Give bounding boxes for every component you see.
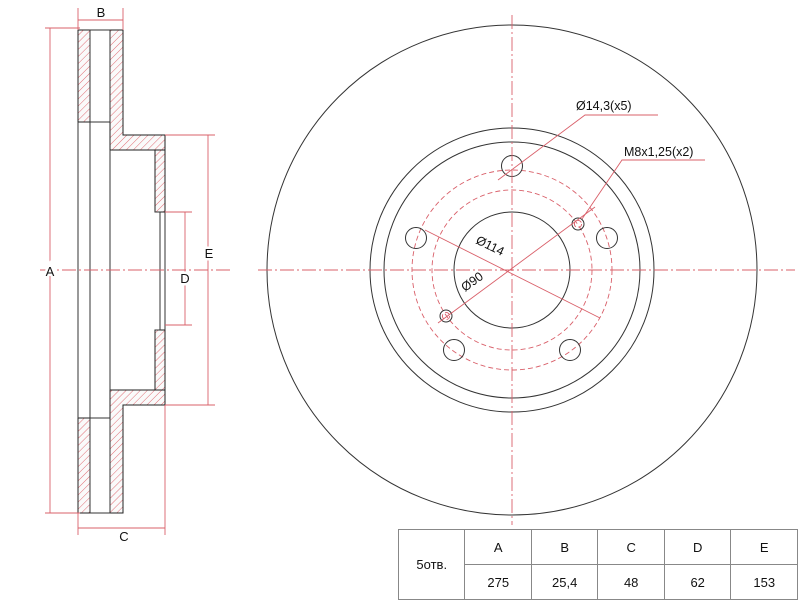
bolt-hole-callout: Ø14,3(x5) [576,99,632,113]
hat-wall-bottom [154,329,166,391]
bolt-hole-leader [497,114,658,181]
bolt-hole-2 [596,227,618,249]
header-a: A [464,529,532,565]
hat-wall-top [154,149,166,213]
side-section-view: A B C D E [40,5,230,544]
threaded-hole-2 [439,309,453,323]
header-b: B [530,529,599,565]
center-bore-leader [437,206,596,324]
table-value-row: 275 25,4 48 62 153 [399,564,798,600]
dim-c-label: C [119,529,128,544]
dim-a-label: A [46,264,55,279]
right-plate-top [109,29,166,151]
pcd-leader [424,229,601,319]
header-e: E [730,529,798,565]
vane-gap-top [89,29,111,123]
bolt-hole-4 [443,339,465,361]
value-c: 48 [597,564,665,600]
table-header-row: 5отв. A B C D E [397,529,798,600]
front-view: Ø14,3(x5) M8x1,25(x2) Ø114 Ø90 [258,15,795,525]
value-b: 25,4 [530,564,599,600]
dim-b-label: B [97,5,106,20]
value-d: 62 [663,564,732,600]
header-d: D [663,529,732,565]
pcd-callout: Ø114 [474,233,507,259]
right-plate-bottom [109,389,166,514]
left-plate-bottom [77,417,91,514]
threaded-hole-1-minor [573,219,583,229]
threaded-hole-leader [581,159,705,220]
spec-table: 5отв. A B C D E 275 25,4 48 62 153 [397,529,798,600]
bolt-hole-3 [559,339,581,361]
threaded-hole-2-minor [441,311,451,321]
header-c: C [597,529,665,565]
dim-e-label: E [205,246,214,261]
left-plate-top [77,29,91,123]
bolt-hole-5 [405,227,427,249]
holes-count-cell: 5отв. [397,529,466,600]
value-e: 153 [730,564,798,600]
threaded-hole-callout: M8x1,25(x2) [624,145,693,159]
value-a: 275 [464,564,532,600]
vane-gap-bottom [89,417,111,514]
dim-d-label: D [180,271,189,286]
